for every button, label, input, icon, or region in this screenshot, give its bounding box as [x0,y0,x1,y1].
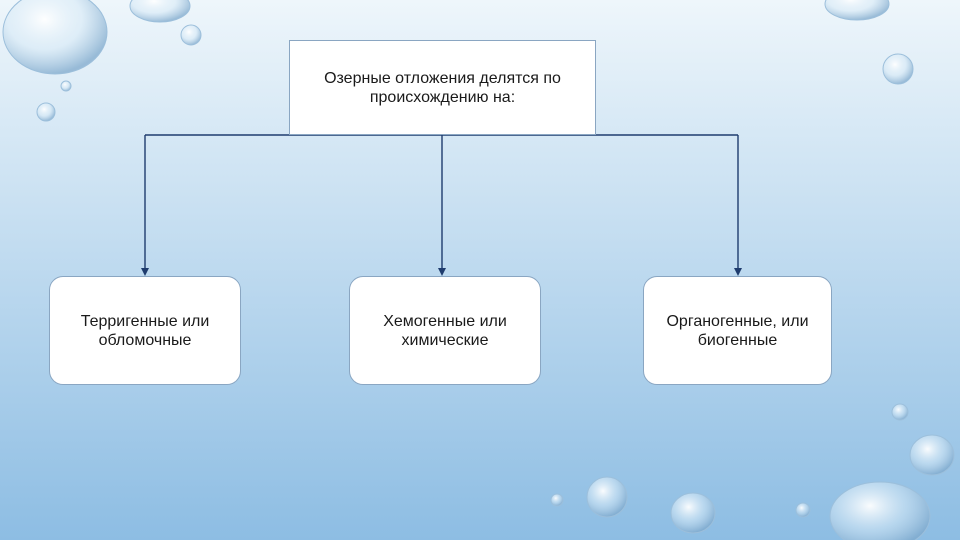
water-drop [60,80,72,92]
node-organogenic: Органогенные, или биогенные [643,276,832,385]
water-drop [795,502,811,518]
water-drop [824,0,890,21]
node-terrigenous-text: Терригенные или обломочные [80,312,210,349]
node-chemogenic-text: Хемогенные или химические [383,312,507,349]
water-drop [586,476,628,518]
water-drop [909,434,955,476]
water-drop [180,24,202,46]
root-node: Озерные отложения делятся по происхожден… [289,40,596,135]
water-drop [829,481,931,540]
node-chemogenic: Хемогенные или химические [349,276,541,385]
root-node-text: Озерные отложения делятся по происхожден… [324,69,561,106]
water-drop [36,102,56,122]
water-drop [891,403,909,421]
arrowhead [141,268,149,276]
node-organogenic-text: Органогенные, или биогенные [666,312,809,349]
node-terrigenous: Терригенные или обломочные [49,276,241,385]
water-drop [670,492,716,534]
water-drop [2,0,108,75]
water-drop [882,53,914,85]
arrowhead [734,268,742,276]
water-drop [129,0,191,23]
arrowhead [438,268,446,276]
water-drop [550,493,564,507]
